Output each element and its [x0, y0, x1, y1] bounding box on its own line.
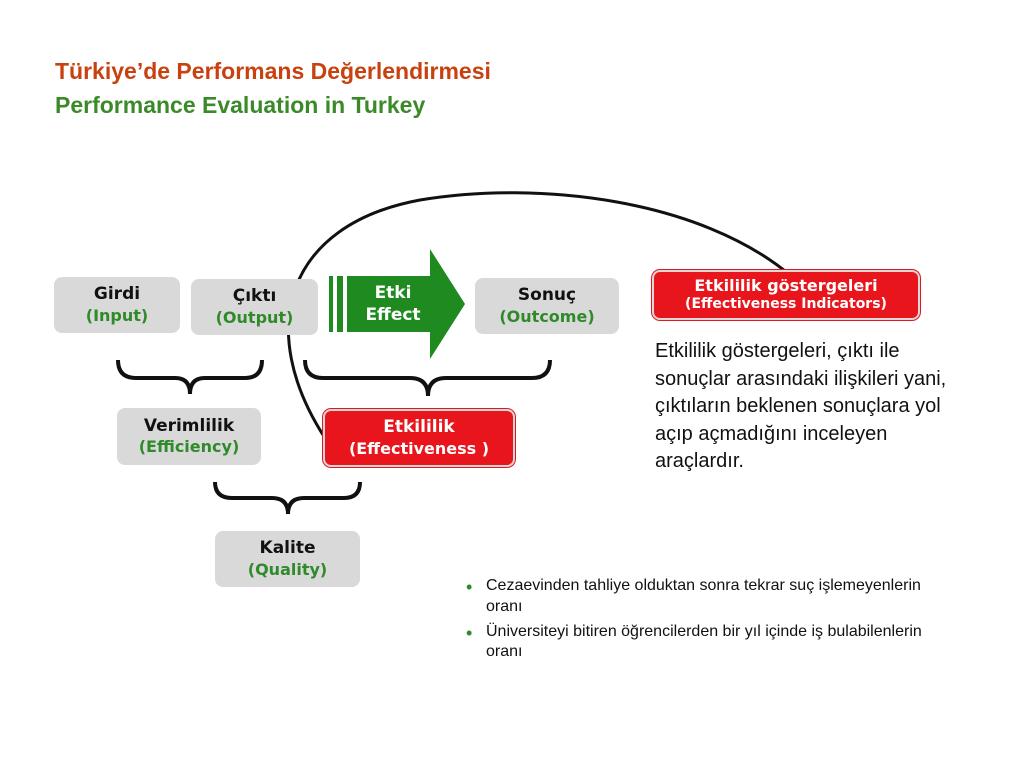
box-girdi: Girdi (Input)	[54, 277, 180, 333]
etkililik-label: Etkililik	[383, 417, 455, 438]
box-etkililik: Etkililik (Effectiveness )	[323, 409, 515, 467]
indicators-label-en: (Effectiveness Indicators)	[685, 296, 887, 313]
brace-quality	[213, 481, 362, 515]
etki-arrow-shape	[329, 249, 465, 359]
cikti-label: Çıktı	[232, 286, 277, 307]
box-effectiveness-indicators: Etkililik göstergeleri (Effectiveness In…	[652, 270, 920, 320]
bullet-text: Üniversiteyi bitiren öğrencilerden bir y…	[486, 622, 922, 661]
etki-effect-label: Etki Effect	[352, 282, 434, 326]
brace-effectiveness	[303, 359, 552, 397]
effect-label: Effect	[365, 305, 421, 326]
slide-title-turkish: Türkiye’de Performans Değerlendirmesi	[55, 58, 491, 84]
kalite-label: Kalite	[259, 538, 316, 559]
box-kalite: Kalite (Quality)	[215, 531, 360, 587]
brace-efficiency	[116, 359, 264, 395]
etki-label: Etki	[374, 283, 412, 303]
list-item: • Üniversiteyi bitiren öğrencilerden bir …	[462, 622, 932, 664]
example-bullet-list: • Cezaevinden tahliye olduktan sonra tekr…	[462, 576, 932, 667]
effectiveness-label: (Effectiveness )	[348, 438, 490, 458]
indicators-description: Etkililik göstergeleri, çıktı ile sonuçl…	[655, 340, 947, 473]
list-item: • Cezaevinden tahliye olduktan sonra tekr…	[462, 576, 932, 618]
indicators-label-tr: Etkililik göstergeleri	[694, 276, 878, 296]
connector-arc	[286, 191, 791, 439]
girdi-label: Girdi	[93, 284, 141, 305]
verimlilik-label: Verimlilik	[143, 415, 235, 436]
bullet-dot-icon: •	[466, 622, 473, 643]
efficiency-label: (Efficiency)	[138, 437, 240, 457]
bullet-dot-icon: •	[466, 577, 473, 597]
sonuc-label: Sonuç	[517, 285, 577, 306]
outcome-label: (Outcome)	[499, 306, 595, 326]
quality-label: (Quality)	[247, 559, 328, 579]
box-verimlilik: Verimlilik (Efficiency)	[117, 408, 261, 465]
bullet-text: Cezaevinden tahliye olduktan sonra tekra…	[486, 577, 921, 615]
box-sonuc: Sonuç (Outcome)	[475, 278, 619, 334]
input-label: (Input)	[85, 305, 149, 325]
box-cikti: Çıktı (Output)	[191, 279, 318, 335]
slide-title-english: Performance Evaluation in Turkey	[55, 92, 426, 118]
output-label: (Output)	[215, 307, 294, 327]
